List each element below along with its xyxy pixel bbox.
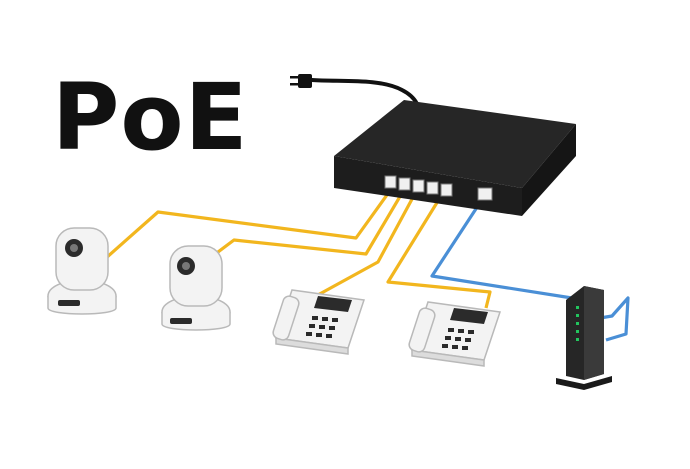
- poe-cable-phone-1: [315, 187, 420, 298]
- poe-cable-phone-2: [386, 187, 492, 309]
- ip-camera-1: [47, 227, 117, 315]
- port-uplink: [477, 187, 493, 201]
- switch-top: [334, 100, 576, 188]
- phone-1-display: [314, 296, 352, 312]
- ip-camera-2: [161, 245, 231, 331]
- phone-1-handset: [272, 295, 300, 341]
- camera-1-indicator: [58, 300, 80, 306]
- port-5: [440, 183, 453, 197]
- port-3: [412, 179, 425, 193]
- camera-1-base-side: [47, 296, 117, 315]
- ip-phone-1: [272, 289, 365, 355]
- router-stand: [556, 376, 612, 390]
- phone-2-handset: [408, 307, 436, 353]
- switch-side: [522, 124, 576, 216]
- phone-1-keypad: [306, 316, 338, 338]
- ip-phone-2: [408, 301, 501, 367]
- poe-switch: [334, 100, 576, 216]
- port-2: [398, 177, 411, 191]
- phone-2-display: [450, 308, 488, 324]
- camera-2-base-side: [161, 312, 231, 331]
- cables: [104, 78, 630, 342]
- port-1: [384, 175, 397, 189]
- poe-cable-camera-2: [209, 187, 407, 260]
- router-led-icons: [576, 306, 579, 341]
- diagram-title: PoE: [52, 64, 249, 171]
- power-plug-icon: [290, 74, 312, 88]
- switch-ports: [384, 175, 493, 201]
- camera-2-indicator: [170, 318, 192, 324]
- camera-2-housing: [169, 245, 223, 307]
- poe-cable-camera-1: [104, 187, 394, 260]
- router: [556, 286, 612, 390]
- phone-2-keypad: [442, 328, 474, 350]
- port-4: [426, 181, 439, 195]
- camera-1-housing: [55, 227, 109, 291]
